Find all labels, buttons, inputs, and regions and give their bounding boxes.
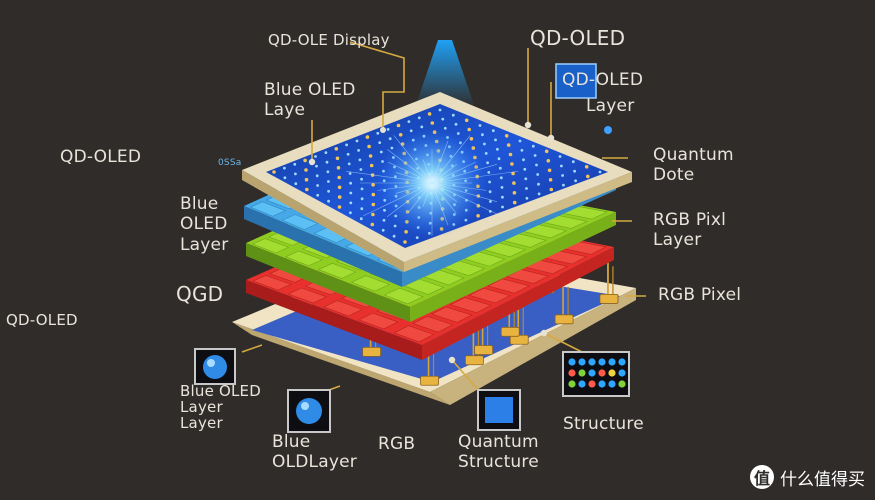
- label-qd-oled-far-left: QD-OLED: [6, 311, 78, 329]
- label-structure: Structure: [563, 414, 644, 434]
- label-qgd: QGD: [176, 282, 224, 306]
- label-tiny-code: 0SSa: [218, 158, 242, 168]
- watermark-text: 什么值得买: [780, 469, 865, 490]
- qd-layer-thumb-icon: [555, 63, 597, 99]
- label-qd-ole-display: QD-OLE Display: [268, 31, 390, 49]
- blue-square-icon: [477, 389, 521, 431]
- label-qd-oled-left: QD-OLED: [60, 147, 142, 167]
- label-blue-oled-layer-top: Blue OLED Laye: [264, 80, 356, 121]
- glow-rays: [346, 135, 518, 236]
- label-quantum-dots: Quantum Dote: [653, 145, 734, 186]
- label-qd-oled-top: QD-OLED: [530, 26, 626, 50]
- label-rgb-pixel-layer: RGB Pixl Layer: [653, 210, 727, 251]
- light-beam: [415, 40, 475, 108]
- rgb-pixel-grid-icon: [562, 351, 630, 397]
- label-blue-oled-layer-bottom: Blue OLED Layer Layer: [180, 382, 261, 432]
- label-rgb: RGB: [378, 434, 416, 454]
- label-qd-oled-layer-box: QD-OLED: [562, 70, 644, 90]
- leader-lines: [241, 41, 646, 395]
- label-quantum-structure: Quantum Structure: [458, 432, 539, 473]
- watermark-badge-icon: 值: [750, 465, 774, 489]
- leader-endpoints: [308, 121, 555, 364]
- blue-ball-icon: [287, 389, 331, 433]
- label-blue-old-layer: Blue OLDLayer: [272, 432, 357, 473]
- blue-sphere-icon: [194, 348, 236, 385]
- label-blue-oled-layer-mid: Blue OLED Layer: [180, 194, 229, 255]
- small-quantum-dot-icon: [604, 126, 612, 134]
- label-qd-oled-layer-sub: Layer: [586, 96, 635, 116]
- label-rgb-pixel: RGB Pixel: [658, 285, 742, 305]
- watermark: 值 什么值得买: [750, 464, 865, 490]
